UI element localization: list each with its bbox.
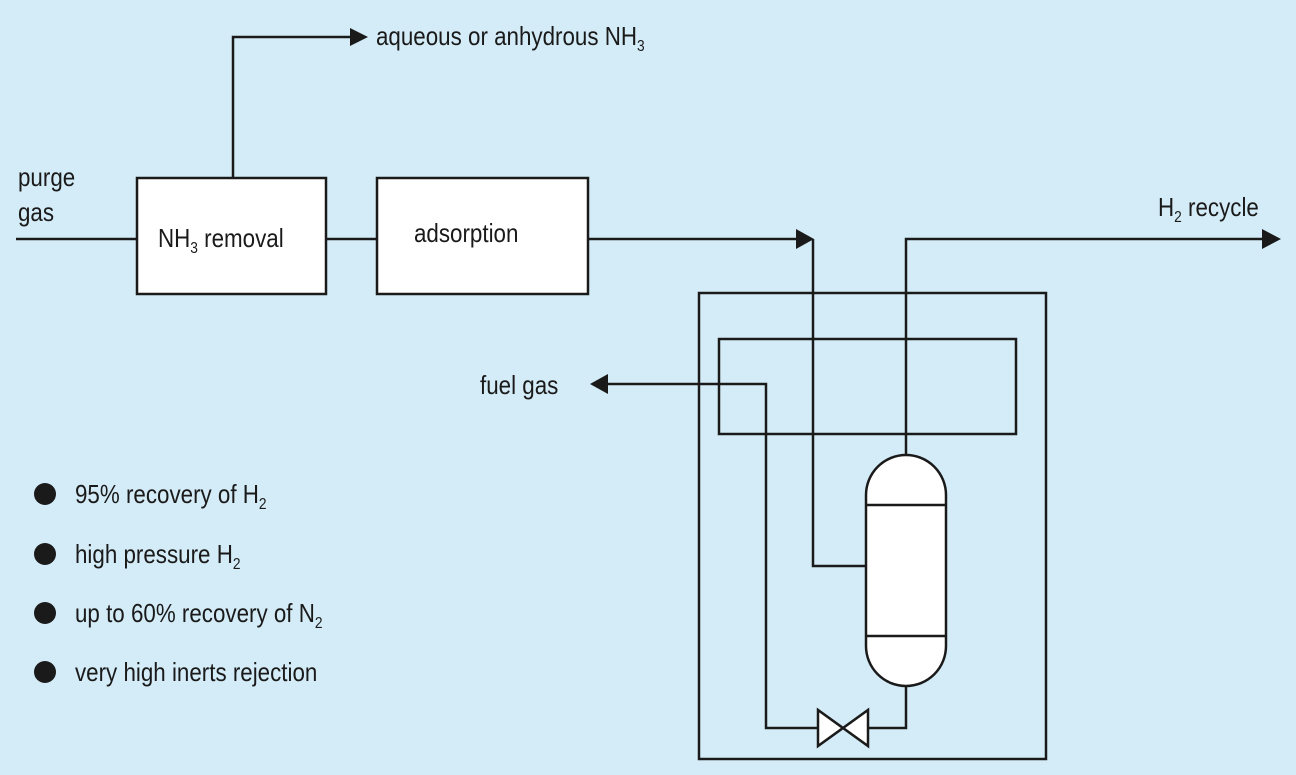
purge-gas-label-line1: purge (18, 162, 76, 192)
arrow-h2-recycle-icon (1262, 229, 1281, 249)
purge-gas-label-line2: gas (18, 197, 55, 227)
bullet-text: high pressure H2 (75, 539, 241, 573)
bullet-dot-icon (34, 661, 56, 683)
separator-column (864, 453, 948, 688)
bullet-dot-icon (34, 543, 56, 565)
column-bottom-line (868, 686, 908, 730)
nh3-product-line (231, 35, 350, 178)
cold-box (697, 291, 1048, 761)
bullet-dot-icon (34, 483, 56, 505)
nh3-removal-box (135, 176, 328, 296)
bullet-text: up to 60% recovery of N2 (75, 598, 323, 632)
arrow-feed-icon (796, 229, 814, 249)
bullet-text: very high inerts rejection (75, 657, 318, 687)
arrow-fuel-gas-icon (590, 374, 608, 394)
fuel-gas-line (608, 382, 818, 730)
fuel-gas-label: fuel gas (480, 370, 559, 400)
adsorption-box (375, 176, 590, 296)
h2-recycle-line (904, 237, 1264, 455)
arrow-nh3-icon (350, 28, 368, 46)
bullet-text: 95% recovery of H2 (75, 479, 267, 513)
heat-exchanger (717, 337, 1018, 436)
feed-to-column-line (811, 239, 866, 568)
nh3-removal-label: NH3 removal (158, 223, 284, 257)
adsorption-label: adsorption (414, 218, 519, 248)
bullet-dot-icon (34, 602, 56, 624)
aqueous-nh3-label: aqueous or anhydrous NH3 (376, 21, 645, 55)
h2-recycle-label: H2 recycle (1158, 192, 1259, 226)
valve-icon (816, 707, 870, 749)
